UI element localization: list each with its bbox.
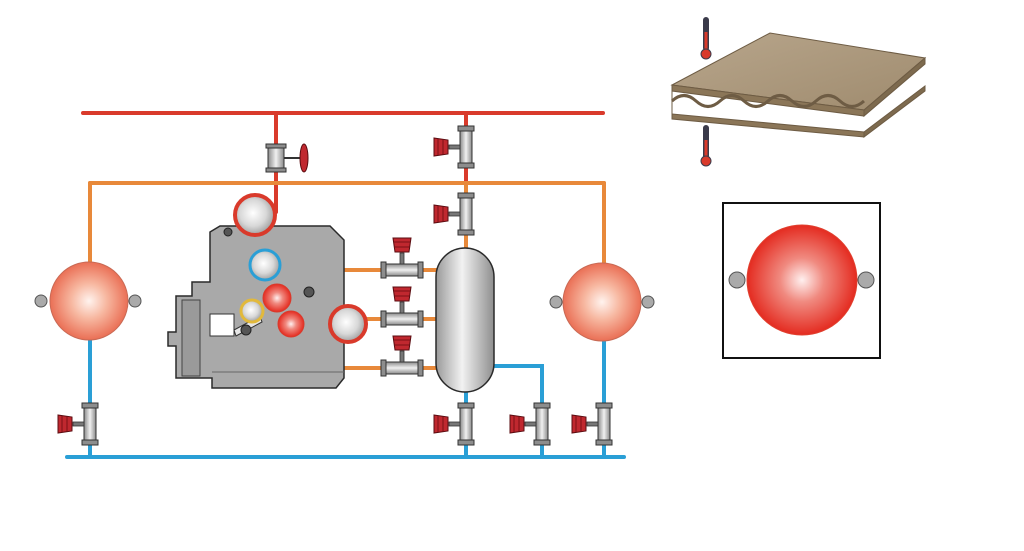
roller-detail-panel	[722, 202, 881, 359]
machine-panel	[209, 313, 235, 337]
left-heat-exchanger	[34, 261, 142, 341]
steam-supply-pipes	[81, 111, 605, 214]
thermometer-icon	[700, 125, 712, 167]
yellow-roller-icon	[239, 298, 265, 324]
side-roller-icon	[328, 304, 368, 344]
valve-icon[interactable]	[571, 402, 613, 446]
valve-icon[interactable]	[433, 125, 475, 169]
valve-icon[interactable]	[380, 286, 424, 328]
right-heat-exchanger	[549, 262, 655, 342]
pressure-roller-icon	[277, 310, 305, 338]
thermometer-icon	[700, 17, 712, 60]
valve-icon[interactable]	[433, 402, 475, 446]
corrugator-machine	[167, 193, 368, 389]
corrugating-roller-icon	[262, 283, 292, 313]
separator-tank-icon	[435, 247, 495, 393]
valve-icon[interactable]	[380, 335, 424, 377]
heated-roller-icon	[746, 224, 858, 336]
machine-bolt-icon	[240, 324, 252, 336]
valve-icon[interactable]	[380, 237, 424, 279]
machine-bolt-icon	[223, 227, 233, 237]
corrugated-board-icon	[670, 32, 927, 139]
valve-icon[interactable]	[57, 402, 99, 446]
preheater-roller-icon	[233, 193, 277, 237]
valve-icon[interactable]	[433, 192, 475, 236]
valve-icon[interactable]	[509, 402, 551, 446]
blue-roller-icon	[248, 248, 282, 282]
machine-bolt-icon	[303, 286, 315, 298]
gate-valve-icon[interactable]	[265, 143, 309, 173]
